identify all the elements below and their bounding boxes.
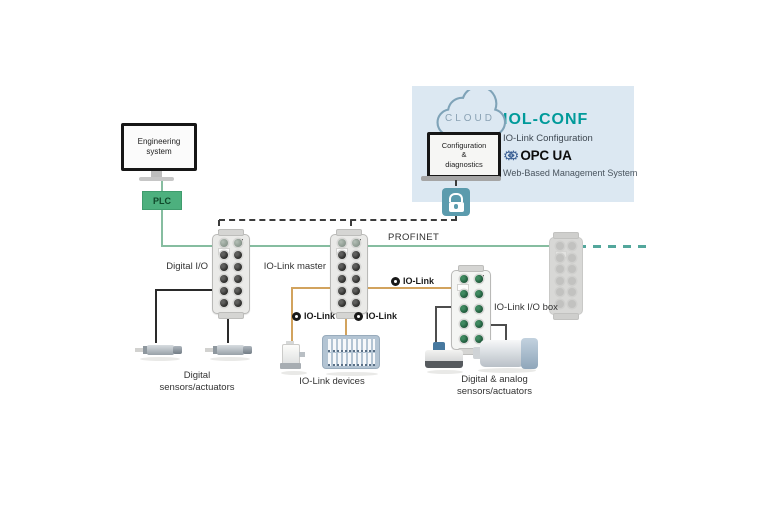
shadow [281, 371, 307, 375]
motor-cap [521, 338, 538, 369]
sensor-connector [433, 342, 445, 352]
plc-box: PLC [142, 191, 182, 210]
motor-body [480, 340, 524, 367]
shadow [427, 370, 463, 374]
module-ports [554, 242, 578, 308]
iolink-badge-label: IO-Link [366, 311, 397, 321]
iobox-branch-line [435, 306, 451, 308]
iolink-master-module [330, 234, 368, 314]
iolink-terminal-block-device [322, 335, 380, 373]
terminal-row [328, 353, 375, 366]
sensor-cap [173, 346, 182, 354]
lock-shackle [449, 192, 463, 202]
sensor-body [217, 345, 244, 355]
profinet-label: PROFINET [388, 232, 440, 243]
engineering-system-monitor: Engineering system [121, 123, 197, 171]
digital-io-drop-line [227, 313, 229, 343]
engineering-system-label: Engineering system [137, 136, 181, 156]
iolink-branch-line [366, 287, 451, 289]
module-ports [456, 275, 486, 343]
digital-sensor-device [205, 342, 253, 358]
configuration-diagnostics-laptop: Configuration & diagnostics [427, 132, 501, 178]
sensor-body [147, 345, 174, 355]
monitor-base [139, 177, 174, 181]
iolink-master-label: IO-Link master [263, 261, 326, 272]
shadow [478, 368, 536, 373]
iolink-badge: IO-Link [292, 311, 335, 321]
monitor-stand [151, 171, 162, 177]
iolink-io-box-module [451, 270, 491, 350]
iol-conf-title: IOL-CONF [503, 111, 589, 128]
mixed-sensors-label: Digital & analog sensors/actuators [457, 374, 532, 398]
cloud-label: CLOUD [444, 113, 495, 124]
iobox-branch-line [489, 324, 507, 326]
valve-nozzle [299, 352, 305, 357]
iolink-badge: IO-Link [391, 276, 434, 286]
sensor-collar [213, 346, 218, 354]
digital-io-label: Digital I/O [166, 261, 208, 272]
future-module-placeholder [549, 237, 583, 315]
shadow [140, 357, 180, 361]
iobox-drop-line [505, 324, 507, 346]
iolink-drop-line [345, 314, 347, 340]
iobox-drop-line [435, 306, 437, 348]
plc-label: PLC [153, 195, 171, 206]
diagnostics-bus-dashed-line [219, 219, 457, 221]
digital-io-drop-line [155, 289, 157, 343]
digital-io-module [212, 234, 250, 314]
digital-sensors-label: Digital sensors/actuators [159, 370, 235, 394]
shadow [326, 372, 378, 376]
lock-body [448, 201, 464, 212]
motor-actuator-device [473, 337, 539, 371]
laptop-screen-text: Configuration & diagnostics [441, 140, 487, 169]
sensor-cap [243, 346, 252, 354]
iolink-logo-icon [292, 311, 301, 321]
iolink-logo-icon [391, 276, 400, 286]
gear-icon: ⚙⚙ [503, 147, 520, 163]
sensor-tip [205, 348, 214, 352]
laptop-base [421, 176, 501, 181]
sensor-band [425, 361, 463, 368]
module-ports [217, 239, 245, 307]
profinet-continuation-dashes [578, 245, 648, 248]
terminal-row [328, 339, 375, 352]
analog-sensor-device [425, 342, 465, 372]
digital-io-branch-line [155, 289, 213, 291]
motor-shaft [473, 347, 482, 359]
sensor-collar [143, 346, 148, 354]
module-ports [335, 239, 363, 307]
dashed-drop-iolink-master [350, 220, 352, 236]
lock-icon [442, 188, 470, 216]
iolink-valve-device [279, 341, 305, 373]
iolink-badge-label: IO-Link [304, 311, 335, 321]
cloud-icon [436, 90, 507, 137]
valve-base [280, 363, 301, 369]
sensor-tip [135, 348, 144, 352]
valve-body [282, 344, 300, 365]
iolink-badge-label: IO-Link [403, 276, 434, 286]
iolink-branch-line [291, 287, 332, 289]
iolink-badge: IO-Link [354, 311, 397, 321]
panel-caption: Web-Based Management System [503, 168, 638, 178]
iolink-devices-label: IO-Link devices [299, 376, 365, 387]
opc-ua-label: OPC UA [520, 147, 572, 163]
opc-ua-logo: ⚙⚙ OPC UA [503, 146, 572, 164]
plc-riser-line [161, 181, 163, 246]
dashed-drop-digital-io [218, 220, 220, 236]
iolink-io-box-label: IO-Link I/O box [494, 302, 558, 313]
iol-conf-subtitle: IO-Link Configuration [503, 133, 593, 144]
iolink-logo-icon [354, 311, 363, 321]
shadow [210, 357, 250, 361]
valve-top [286, 341, 294, 345]
digital-sensor-device [135, 342, 183, 358]
